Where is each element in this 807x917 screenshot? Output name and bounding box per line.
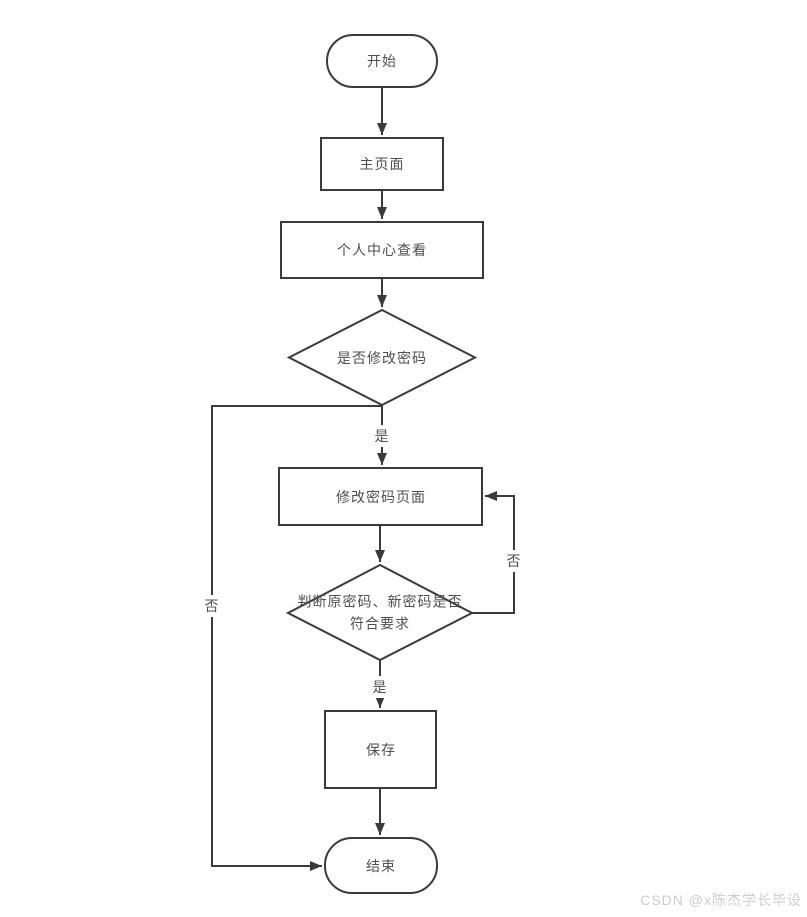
edge-label-no-modify: 否 — [201, 595, 223, 617]
node-label-start: 开始 — [367, 53, 397, 69]
node-personal-center — [280, 221, 484, 279]
node-label-personal-center: 个人中心查看 — [337, 242, 427, 258]
edge-label-yes-valid: 是 — [369, 676, 391, 698]
node-main-page — [320, 137, 444, 191]
node-label-decision-valid-line2: 符合要求 — [350, 615, 410, 631]
node-label-decision-valid: 判断原密码、新密码是否 符合要求 — [298, 591, 463, 634]
node-end-terminal — [324, 837, 438, 894]
node-label-end: 结束 — [366, 858, 396, 874]
node-save — [324, 710, 437, 789]
node-modify-password-page — [278, 467, 483, 526]
csdn-watermark: CSDN @x陈杰学长毕设 — [640, 892, 802, 908]
node-label-modify-password-page: 修改密码页面 — [336, 489, 426, 505]
edge-decision1-no-to-end — [211, 405, 382, 871]
node-decision-valid — [285, 563, 475, 662]
node-start-terminal — [326, 34, 438, 88]
node-decision-modify — [286, 308, 478, 407]
node-label-decision-modify: 是否修改密码 — [337, 350, 427, 366]
edge-label-yes-modify: 是 — [371, 425, 393, 447]
node-label-save: 保存 — [366, 742, 396, 758]
node-label-decision-valid-line1: 判断原密码、新密码是否 — [297, 593, 463, 610]
edge-label-no-valid: 否 — [503, 550, 525, 572]
node-label-main-page: 主页面 — [359, 156, 405, 172]
